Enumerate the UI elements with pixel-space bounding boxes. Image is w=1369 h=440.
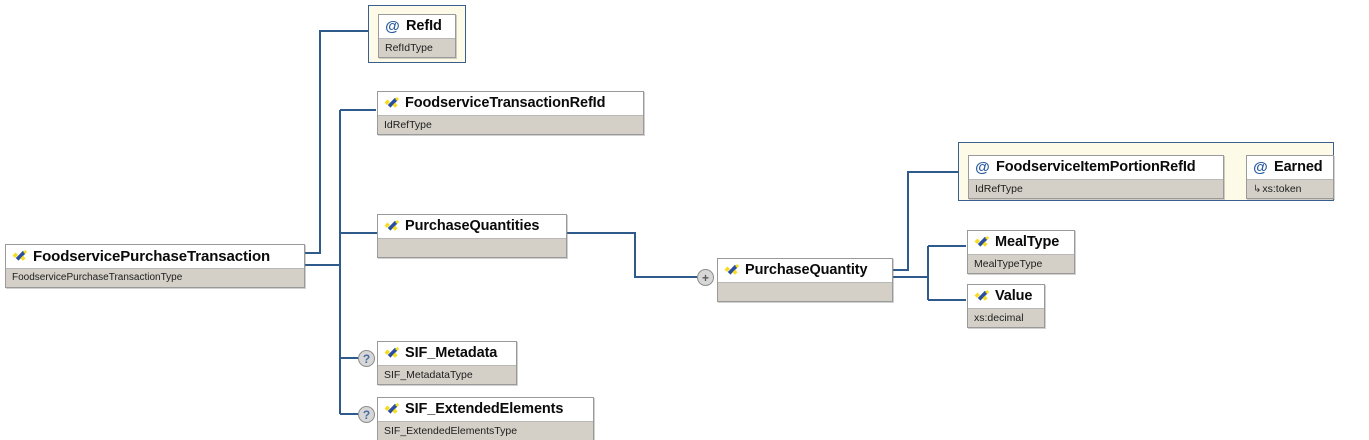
element-icon — [383, 219, 400, 234]
node-value[interactable]: Value xs:decimal — [967, 284, 1045, 328]
node-sif-metadata[interactable]: SIF_Metadata SIF_MetadataType — [377, 341, 517, 385]
node-label: SIF_Metadata — [405, 345, 498, 362]
node-ref-id[interactable]: @ RefId RefIdType — [378, 14, 456, 58]
node-title-row: SIF_ExtendedElements — [378, 398, 593, 422]
node-title-row: @ FoodserviceItemPortionRefId — [969, 156, 1223, 180]
attribute-at-icon: @ — [975, 159, 990, 176]
node-title-row: FoodserviceTransactionRefId — [378, 92, 643, 116]
node-type-row: RefIdType — [379, 39, 455, 57]
node-label: FoodservicePurchaseTransaction — [33, 248, 271, 265]
node-title-row: @ Earned — [1247, 156, 1333, 180]
node-type: FoodservicePurchaseTransactionType — [12, 272, 183, 283]
node-type-row: ↳ xs:token — [1247, 180, 1333, 198]
node-type-row — [718, 283, 892, 301]
element-icon — [723, 263, 740, 278]
node-type-row: SIF_ExtendedElementsType — [378, 422, 593, 440]
attribute-at-icon: @ — [385, 18, 400, 35]
element-icon — [383, 346, 400, 361]
node-type-row: MealTypeType — [968, 255, 1074, 273]
node-title-row: FoodservicePurchaseTransaction — [6, 245, 304, 269]
element-icon — [973, 235, 990, 250]
node-title-row: PurchaseQuantities — [378, 215, 566, 239]
node-label: Earned — [1274, 159, 1323, 176]
node-label: SIF_ExtendedElements — [405, 401, 564, 418]
derived-type-arrow-icon: ↳ — [1253, 184, 1262, 195]
optional-indicator-sif-extended-elements: ? — [358, 406, 375, 423]
attribute-at-icon: @ — [1253, 159, 1268, 176]
element-icon — [383, 402, 400, 417]
node-title-row: SIF_Metadata — [378, 342, 516, 366]
node-label: FoodserviceItemPortionRefId — [996, 159, 1196, 176]
node-type: xs:token — [1262, 182, 1302, 195]
element-icon — [11, 249, 28, 264]
node-title-row: Value — [968, 285, 1044, 309]
node-title-row: MealType — [968, 231, 1074, 255]
node-label: RefId — [406, 18, 442, 35]
node-label: FoodserviceTransactionRefId — [405, 95, 606, 112]
node-type: SIF_MetadataType — [384, 368, 473, 381]
node-title-row: PurchaseQuantity — [718, 259, 892, 283]
node-type: IdRefType — [384, 118, 432, 131]
node-type: xs:decimal — [974, 311, 1024, 324]
node-foodservice-transaction-ref-id[interactable]: FoodserviceTransactionRefId IdRefType — [377, 91, 644, 135]
node-type: RefIdType — [385, 41, 433, 54]
node-sif-extended-elements[interactable]: SIF_ExtendedElements SIF_ExtendedElement… — [377, 397, 594, 440]
node-type-row: IdRefType — [378, 116, 643, 134]
node-purchase-quantity[interactable]: PurchaseQuantity — [717, 258, 893, 302]
node-type-row: FoodservicePurchaseTransactionType — [6, 269, 304, 287]
node-foodservice-item-portion-ref-id[interactable]: @ FoodserviceItemPortionRefId IdRefType — [968, 155, 1224, 199]
node-label: Value — [995, 288, 1033, 305]
element-icon — [973, 289, 990, 304]
node-earned[interactable]: @ Earned ↳ xs:token — [1246, 155, 1334, 199]
node-type-row: IdRefType — [969, 180, 1223, 198]
node-foodservice-purchase-transaction[interactable]: FoodservicePurchaseTransaction Foodservi… — [5, 244, 305, 288]
node-purchase-quantities[interactable]: PurchaseQuantities — [377, 214, 567, 258]
node-meal-type[interactable]: MealType MealTypeType — [967, 230, 1075, 274]
node-type-row: xs:decimal — [968, 309, 1044, 327]
node-type-row: SIF_MetadataType — [378, 366, 516, 384]
optional-indicator-sif-metadata: ? — [358, 350, 375, 367]
element-icon — [383, 96, 400, 111]
node-label: MealType — [995, 234, 1060, 251]
node-label: PurchaseQuantities — [405, 218, 540, 235]
node-type-row — [378, 239, 566, 257]
node-type: IdRefType — [975, 182, 1023, 195]
node-label: PurchaseQuantity — [745, 262, 868, 279]
node-type: MealTypeType — [974, 257, 1043, 270]
node-title-row: @ RefId — [379, 15, 455, 39]
expand-purchase-quantity-button[interactable]: + — [697, 269, 714, 286]
node-type: SIF_ExtendedElementsType — [384, 424, 518, 437]
